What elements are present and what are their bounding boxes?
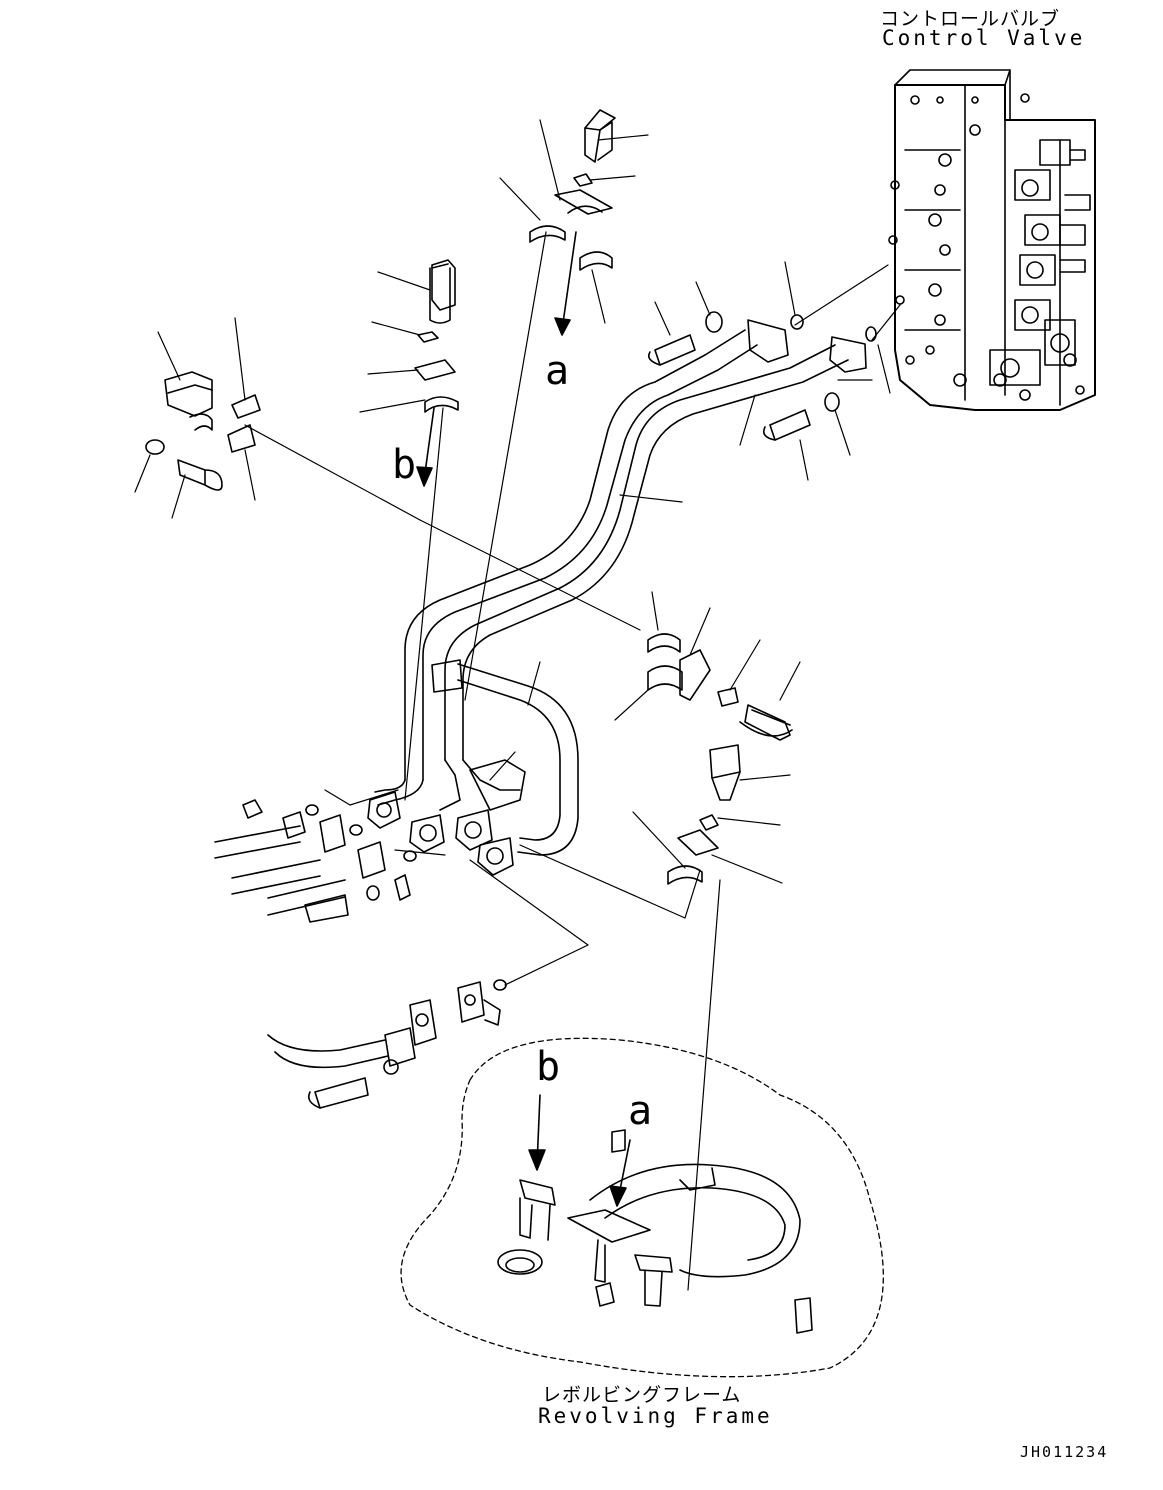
callout-a-bottom: a xyxy=(628,1088,653,1134)
callout-arrows xyxy=(416,231,631,1207)
leader-lines xyxy=(134,119,901,1291)
control-valve xyxy=(888,69,1096,411)
callout-a-top: a xyxy=(545,348,570,394)
revolving-frame-label-en: Revolving Frame xyxy=(538,1404,773,1428)
bolts-washers xyxy=(429,267,877,737)
revolving-frame-label-jp: レボルビングフレーム xyxy=(542,1384,742,1406)
control-valve-label-jp: コントロールバルブ xyxy=(880,8,1061,30)
clamp-set-b xyxy=(414,259,459,413)
left-bracket-cluster xyxy=(145,371,261,491)
hose-fittings xyxy=(214,799,417,923)
clamp-set-lower xyxy=(667,814,719,885)
lower-hose xyxy=(267,979,507,1109)
callout-b-bottom: b xyxy=(536,1044,561,1090)
control-valve-label-en: Control Valve xyxy=(882,26,1086,50)
clamp-set-a xyxy=(529,109,616,271)
main-pipe-assembly xyxy=(367,319,867,876)
callout-b-top: b xyxy=(392,442,417,488)
drawing-code: JH011234 xyxy=(1020,1443,1109,1461)
revolving-frame xyxy=(400,1037,884,1378)
clamp-set-middle xyxy=(647,633,791,801)
